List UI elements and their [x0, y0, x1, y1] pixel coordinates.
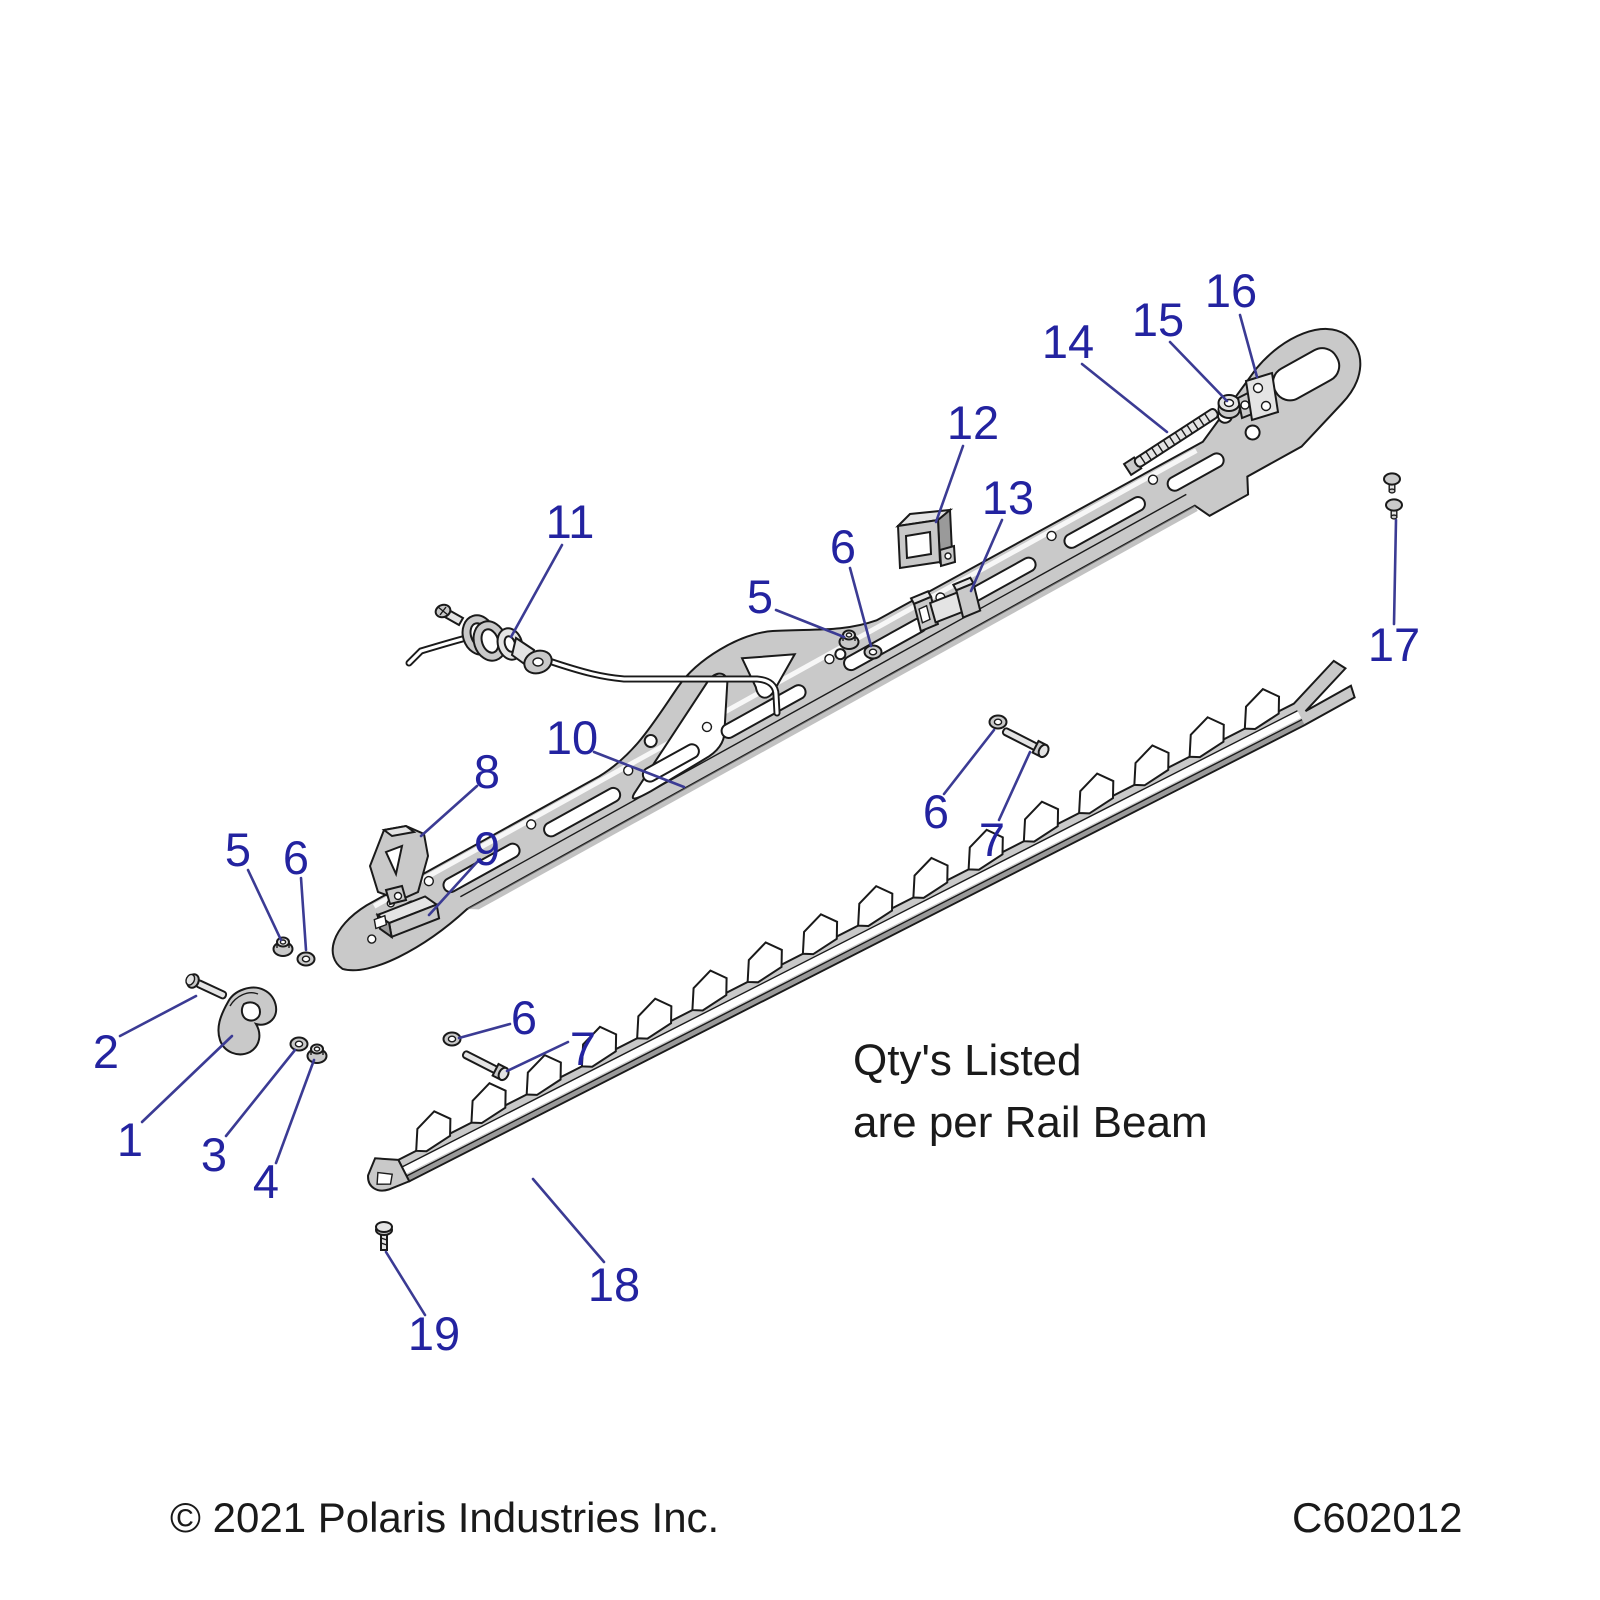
callout-label-9: 9	[474, 822, 500, 875]
leader-lines	[118, 313, 1398, 1317]
leader-17	[1392, 518, 1398, 626]
rail-holes	[367, 474, 1159, 944]
leader-19	[384, 1250, 427, 1317]
leader-11	[509, 543, 564, 639]
leader-1	[140, 1034, 234, 1124]
callout-label-6-mid: 6	[830, 520, 856, 573]
part-19-screw	[375, 1221, 393, 1251]
part-7-bolt-rear	[999, 723, 1052, 760]
callout-label-11: 11	[546, 495, 595, 548]
callout-label-3: 3	[201, 1128, 227, 1181]
leader-18	[531, 1177, 606, 1264]
part-6-washer-mid	[863, 644, 883, 660]
leader-16	[1238, 313, 1259, 379]
leader-13	[969, 518, 1004, 593]
callout-label-5-mid: 5	[747, 570, 773, 623]
part-3-washer	[289, 1036, 309, 1052]
callout-label-13: 13	[982, 471, 1034, 524]
spring-coil	[461, 614, 508, 662]
callout-label-6-lower: 6	[511, 991, 537, 1044]
callout-label-18: 18	[588, 1258, 640, 1311]
callout-label-19: 19	[408, 1307, 460, 1360]
part-1-bumper	[217, 986, 278, 1056]
rail-slots	[379, 452, 1225, 927]
part-16-bracket	[1236, 371, 1280, 422]
leader-5-mid	[774, 608, 846, 639]
part-12-block	[895, 507, 957, 570]
callout-label-1: 1	[117, 1113, 143, 1166]
callout-label-7-rear: 7	[979, 813, 1005, 866]
part-17-rivet-lower	[1385, 498, 1403, 520]
leader-4	[274, 1058, 316, 1165]
part-14-adjuster-bolt	[1122, 408, 1219, 477]
callout-label-16: 16	[1205, 264, 1257, 317]
part-15-nut	[1217, 394, 1241, 419]
part-18-wear-strip	[367, 659, 1356, 1192]
callout-label-5-front: 5	[225, 823, 251, 876]
leader-15	[1168, 340, 1229, 403]
part-13-slide-spool	[909, 576, 982, 633]
part-9-slider-block	[373, 895, 441, 940]
leader-8	[419, 784, 479, 838]
drawing-number: C602012	[1292, 1494, 1462, 1541]
part-17-rivet-upper	[1383, 472, 1401, 494]
qty-note-line1: Qty's Listed	[853, 1036, 1082, 1085]
callout-label-10: 10	[546, 711, 598, 764]
callout-labels: 1 2 3 4 5 6 5 6 6 7 6 7 8 9 10 11 12 13 …	[93, 264, 1420, 1360]
callout-label-7-lower: 7	[570, 1022, 596, 1075]
part-5-nut-front	[272, 936, 294, 957]
callout-label-4: 4	[253, 1155, 279, 1208]
callout-label-2: 2	[93, 1025, 119, 1078]
part-2-bolt	[185, 973, 228, 1000]
leader-2	[118, 994, 198, 1038]
copyright-text: © 2021 Polaris Industries Inc.	[170, 1494, 719, 1541]
leader-14	[1080, 362, 1169, 434]
leader-6-mid	[848, 566, 873, 648]
leader-6-rear	[942, 728, 996, 796]
slide-cleats	[402, 683, 1289, 1157]
part-11-spring-assembly	[405, 603, 781, 717]
callout-label-17: 17	[1368, 618, 1420, 671]
leader-6-lower	[457, 1022, 512, 1040]
part-5-nut-mid	[838, 629, 860, 650]
leader-5-front	[246, 868, 283, 942]
adjuster-screw	[434, 603, 465, 627]
part-4-nut	[306, 1043, 328, 1064]
callout-label-12: 12	[947, 396, 999, 449]
callout-label-6-front: 6	[283, 831, 309, 884]
callout-label-8: 8	[474, 745, 500, 798]
part-6-washer-front	[296, 951, 316, 967]
leader-12	[934, 444, 965, 524]
callout-label-15: 15	[1132, 293, 1184, 346]
leader-10	[592, 750, 686, 789]
qty-note-line2: are per Rail Beam	[853, 1098, 1208, 1147]
part-6-washer-lower	[442, 1031, 462, 1047]
callout-label-14: 14	[1042, 315, 1094, 368]
part-8-stop-block	[368, 824, 430, 906]
callout-label-6-rear: 6	[923, 785, 949, 838]
leader-3	[224, 1048, 297, 1138]
leader-7-lower	[505, 1040, 570, 1073]
part-7-bolt-lower	[459, 1046, 512, 1083]
part-6-washer-rear	[988, 714, 1008, 730]
spring-bushing	[510, 636, 553, 675]
leader-7-rear	[997, 750, 1032, 822]
leader-6-front	[299, 876, 308, 952]
leader-9	[427, 859, 480, 917]
